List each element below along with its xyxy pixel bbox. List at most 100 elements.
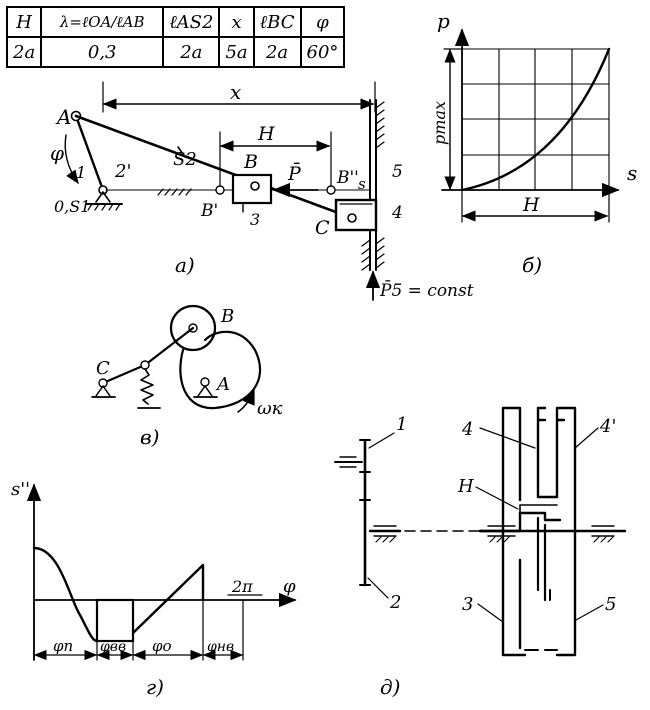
cam-center-a	[200, 377, 210, 387]
position-b1	[215, 185, 225, 195]
point-c-label: C	[315, 217, 330, 239]
gear-4p-leader	[574, 427, 599, 449]
param-value: 0,3	[40, 36, 165, 68]
joint-b	[250, 181, 260, 191]
figure-a-caption: а)	[175, 253, 195, 277]
gear-5-label: 5	[605, 594, 616, 615]
pivot-c-support	[95, 385, 111, 397]
ground-support-o	[95, 191, 111, 203]
h-label: H	[257, 123, 275, 145]
spring	[140, 368, 154, 405]
param-header: ℓAS2	[162, 6, 221, 38]
bearing-4-hatch	[593, 536, 614, 543]
cam-support	[197, 385, 213, 397]
gear-3-label: 3	[462, 594, 473, 615]
force-p-label: P̄	[287, 162, 302, 185]
accel-segment-1	[32, 546, 99, 643]
force-p5-label: P̄5 = const	[379, 279, 474, 301]
twopi-label: 2π	[231, 577, 253, 596]
connecting-rod-ac	[74, 114, 354, 220]
p-axis-label: p	[437, 9, 450, 33]
figure-g-caption: г)	[146, 675, 164, 699]
phi-arc	[64, 134, 79, 185]
joint-c	[347, 213, 357, 223]
phi-vv-label: φвв	[100, 639, 126, 655]
link-5-label: 5	[392, 162, 403, 182]
crank-oa	[74, 114, 105, 192]
link-4-label: 4	[391, 203, 403, 223]
gear-3-body	[501, 406, 527, 657]
s-label-a: s	[358, 175, 366, 193]
pivot-c-label: C	[96, 358, 110, 379]
point-b2-label: B''	[336, 168, 359, 188]
gear-1-leader	[368, 432, 395, 449]
slider-c	[334, 198, 378, 232]
x-label: x	[230, 80, 241, 104]
param-value: 2a	[252, 36, 302, 68]
param-header: λ=ℓOA/ℓAB	[40, 6, 165, 38]
figure-g-acceleration-diagram: s'' φ 2π φп φвв φо φнв г)	[11, 479, 297, 699]
param-header: ℓBC	[252, 6, 302, 38]
parameter-table: H λ=ℓOA/ℓAB ℓAS2 x ℓBC φ 2a 0,3 2a 5a 2a…	[5, 6, 346, 68]
figure-b-caption: б)	[522, 253, 542, 277]
param-value: 5a	[218, 36, 255, 68]
follower-lever-b	[143, 326, 195, 367]
carrier-h-label: H	[457, 476, 474, 497]
phi-p-label: φп	[53, 637, 73, 655]
s2-label: S2	[173, 149, 197, 170]
gear-2-label: 2	[389, 592, 401, 613]
figure-v-caption: в)	[140, 425, 159, 449]
phi-label: φ	[50, 141, 64, 165]
spring-joint	[140, 360, 150, 370]
point-o-label: 0,S1	[54, 197, 90, 216]
phi-nv-label: φнв	[207, 639, 234, 655]
parameter-table-header-row: H λ=ℓOA/ℓAB ℓAS2 x ℓBC φ	[5, 6, 346, 38]
planet-4p	[536, 406, 577, 657]
omega-arrow	[237, 388, 255, 413]
point-b1-label: B'	[200, 201, 218, 221]
point-a-label: A	[55, 105, 71, 129]
carrier-h	[478, 511, 562, 533]
graph-grid	[462, 48, 610, 190]
phi-o-label: φо	[152, 637, 172, 655]
carrier-h-upper	[519, 504, 558, 514]
ground-hatch-o	[87, 203, 121, 211]
s2-tick	[177, 146, 186, 158]
follower-lever-c	[101, 363, 147, 385]
s2-axis-label: s''	[11, 479, 30, 500]
planet-4	[536, 406, 547, 499]
pressure-curve	[460, 47, 611, 192]
upper-guide-hatch	[375, 101, 385, 149]
position-b2	[326, 185, 336, 195]
h-label-b: H	[522, 194, 540, 216]
link-3-label: 3	[250, 210, 260, 229]
cam-a-label: A	[215, 374, 230, 395]
link-1-label: 1	[76, 163, 86, 182]
param-value: 2a	[162, 36, 221, 68]
accel-segment-3	[131, 563, 205, 635]
gear-4-leader	[479, 427, 536, 449]
point-b-label: B	[243, 151, 258, 173]
s-axis-label: s	[627, 161, 637, 185]
gear-2-leader	[367, 577, 389, 599]
accel-segment-2	[95, 598, 135, 643]
gear-4-label: 4	[461, 419, 473, 440]
figure-b-pressure-graph: pmax p s H б)	[430, 9, 637, 277]
gear-3-leader	[477, 603, 504, 623]
roller-b-label: B	[220, 306, 234, 327]
gear-4p-label: 4'	[599, 416, 616, 437]
link-2-label: 2'	[114, 161, 131, 182]
figure-v-cam-mechanism: A B C ωк в)	[91, 304, 283, 449]
figure-d-planetary-gear: 1 2 4 4' H 3 5 д)	[334, 406, 627, 699]
pmax-label: pmax	[430, 101, 449, 145]
param-value: 60°	[299, 36, 346, 68]
omega-label: ωк	[257, 398, 283, 419]
bearing-2-hatch	[375, 536, 396, 543]
param-header: x	[218, 6, 255, 38]
param-value: 2a	[5, 36, 43, 68]
param-header: φ	[299, 6, 346, 38]
guide-hatch	[157, 188, 192, 196]
gear-1-label: 1	[396, 414, 407, 435]
figure-d-caption: д)	[380, 675, 400, 699]
